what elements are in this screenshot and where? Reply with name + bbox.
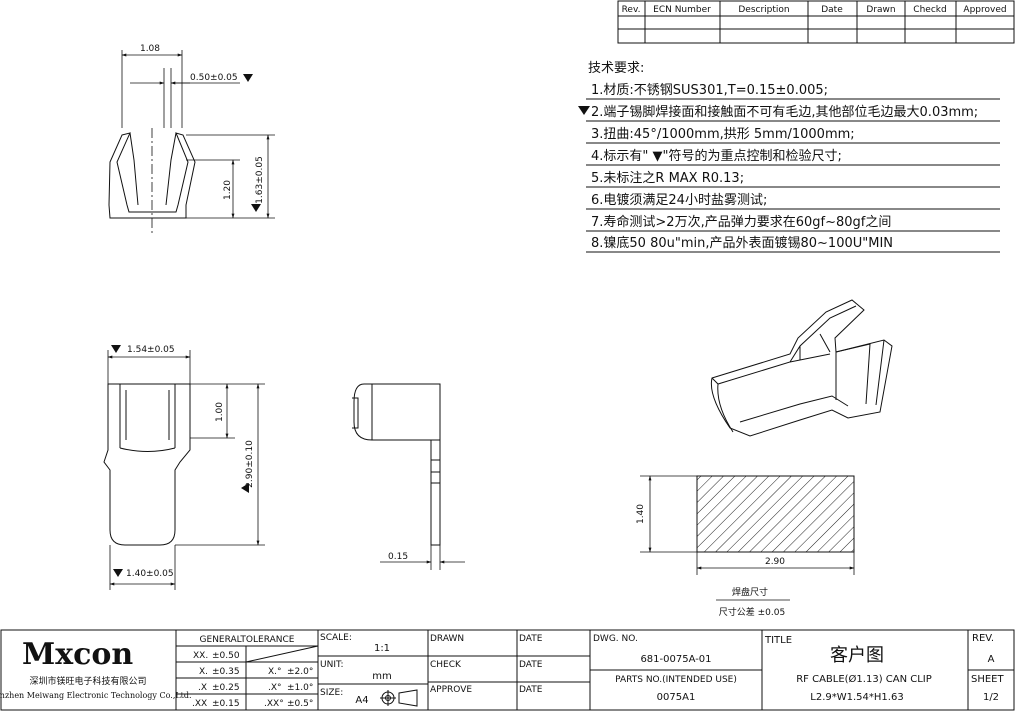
tol-angle-key-2: X.° — [268, 667, 282, 677]
sheet-label: SHEET — [971, 674, 1005, 685]
dwg-no-label: DWG. NO. — [593, 634, 638, 644]
note-item-4: 4.标示有" ▼"符号的为重点控制和检验尺寸; — [591, 148, 842, 164]
note-item-2: 2.端子锡脚焊接面和接触面不可有毛边,其他部位毛边最大0.03mm; — [591, 104, 978, 120]
projection-symbol-icon — [380, 689, 418, 707]
size-label: SIZE: — [320, 688, 343, 698]
isometric-view — [710, 299, 893, 437]
title-label: TITLE — [764, 635, 792, 646]
company-name-en: Shenzhen Meiwang Electronic Technology C… — [0, 691, 192, 700]
rev-header-rev: Rev. — [622, 5, 641, 15]
tol-angle-key-4: .XX° — [264, 699, 284, 709]
technical-notes: 技术要求: 1.材质:不锈钢SUS301,T=0.15±0.005; 2.端子锡… — [578, 61, 1000, 253]
rev-header-ecn: ECN Number — [653, 5, 711, 15]
rev-header-drawn: Drawn — [866, 5, 895, 15]
approve-date-label: DATE — [519, 685, 543, 695]
approve-label: APPROVE — [430, 685, 472, 695]
front-view: 1.54±0.05 1.00 2.90±0.10 1.40±0.05 — [103, 345, 265, 590]
dim-pad-height: 1.40 — [636, 504, 646, 524]
dim-top-width: 1.08 — [140, 44, 160, 54]
logo-text: Mxcon — [22, 637, 133, 672]
note-item-3: 3.扭曲:45°/1000mm,拱形 5mm/1000mm; — [591, 127, 855, 142]
dim-pad-width: 2.90 — [765, 557, 785, 567]
company-logo: Mxcon 深圳市镁旺电子科技有限公司 Shenzhen Meiwang Ele… — [0, 637, 192, 700]
company-name-cn: 深圳市镁旺电子科技有限公司 — [29, 675, 146, 687]
dim-top-inner-height: 1.20 — [223, 180, 233, 200]
unit-value: mm — [372, 671, 391, 682]
sheet-value: 1/2 — [983, 692, 999, 703]
parts-no-label: PARTS NO.(INTENDED USE) — [615, 675, 737, 685]
rev-header-date: Date — [821, 5, 843, 15]
parts-no-value: 0075A1 — [657, 692, 696, 703]
dim-front-bottom-width: 1.40±0.05 — [126, 569, 174, 579]
size-value: A4 — [355, 695, 368, 706]
title-line-2: L2.9*W1.54*H1.63 — [810, 692, 903, 703]
note-item-7: 7.寿命测试>2万次,产品弹力要求在60gf~80gf之间 — [591, 214, 891, 230]
scale-label: SCALE: — [320, 633, 352, 643]
dwg-no-value: 681-0075A-01 — [640, 654, 711, 665]
rev-value: A — [988, 654, 995, 665]
check-label: CHECK — [430, 660, 462, 670]
tol-key-1: XX. — [193, 651, 208, 661]
solder-pad — [696, 475, 855, 553]
key-dimension-marker-icon — [113, 569, 123, 577]
dim-top-thickness: 0.50±0.05 — [190, 73, 238, 83]
dim-front-total-height: 2.90±0.10 — [245, 440, 255, 488]
key-dimension-marker-icon — [251, 204, 261, 212]
customer-drawing-label: 客户图 — [830, 645, 884, 666]
check-date-label: DATE — [519, 660, 543, 670]
scale-value: 1:1 — [374, 643, 390, 654]
tol-val-1: ±0.50 — [212, 651, 240, 661]
rev-header-approved: Approved — [963, 5, 1006, 15]
key-dimension-marker-icon — [111, 345, 121, 353]
key-dimension-marker-icon — [578, 106, 590, 115]
tol-key-2: X. — [199, 667, 208, 677]
tol-key-4: .XX — [192, 699, 207, 709]
tol-angle-val-3: ±1.0° — [287, 683, 313, 693]
dim-side-thickness: 0.15 — [388, 552, 408, 562]
pad-tolerance: 尺寸公差 ±0.05 — [719, 606, 785, 618]
notes-title: 技术要求: — [588, 61, 644, 76]
revision-table: Rev. ECN Number Description Date Drawn C… — [617, 0, 1015, 44]
rev-header-description: Description — [738, 5, 789, 15]
dim-front-width: 1.54±0.05 — [127, 345, 175, 355]
rev-label: REV. — [972, 633, 994, 644]
note-item-1: 1.材质:不锈钢SUS301,T=0.15±0.005; — [591, 83, 828, 98]
tol-val-3: ±0.25 — [212, 683, 240, 693]
general-tolerance-title: GENERALTOLERANCE — [200, 635, 295, 645]
note-item-6: 6.电镀须满足24小时盐雾测试; — [591, 192, 767, 208]
tol-angle-val-4: ±0.5° — [287, 699, 313, 709]
key-dimension-marker-icon — [241, 483, 249, 493]
rev-header-checkd: Checkd — [913, 5, 946, 15]
drawn-label: DRAWN — [430, 634, 464, 644]
note-item-5: 5.未标注之R MAX R0.13; — [591, 171, 744, 186]
tol-angle-val-2: ±2.0° — [287, 667, 313, 677]
tol-val-4: ±0.15 — [212, 699, 240, 709]
tol-angle-key-3: .X° — [268, 683, 282, 693]
unit-label: UNIT: — [320, 660, 344, 670]
tol-key-3: .X — [198, 683, 207, 693]
dim-front-upper-height: 1.00 — [215, 402, 225, 422]
profile-view: 1.08 0.50±0.05 1.20 1.63±0.05 — [108, 44, 275, 235]
notes-list: 1.材质:不锈钢SUS301,T=0.15±0.005; 2.端子锡脚焊接面和接… — [578, 83, 1000, 253]
title-block: Mxcon 深圳市镁旺电子科技有限公司 Shenzhen Meiwang Ele… — [0, 629, 1015, 711]
key-dimension-marker-icon — [243, 74, 253, 82]
solder-pad-view: 1.40 2.90 焊盘尺寸 尺寸公差 ±0.05 — [636, 475, 855, 618]
title-line-1: RF CABLE(Ø1.13) CAN CLIP — [796, 673, 932, 685]
dim-top-height: 1.63±0.05 — [255, 156, 265, 204]
note-item-8: 8.镍底50 80u"min,产品外表面镀锡80~100U"MIN — [591, 235, 893, 251]
drawn-date-label: DATE — [519, 634, 543, 644]
side-view: 0.15 — [352, 383, 465, 570]
pad-label: 焊盘尺寸 — [732, 586, 768, 598]
tol-val-2: ±0.35 — [212, 667, 240, 677]
